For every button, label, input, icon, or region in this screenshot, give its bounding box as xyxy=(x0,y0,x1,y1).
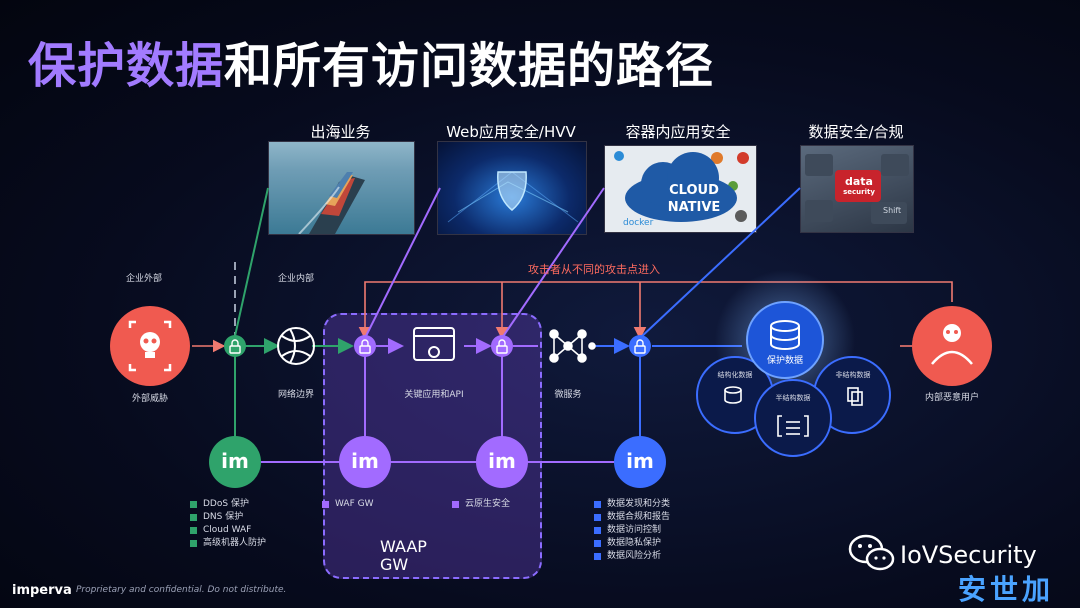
imperva-logo-icon: im xyxy=(221,449,249,473)
line-web-security xyxy=(364,187,441,339)
imperva-logo-icon: im xyxy=(626,449,654,473)
label-outside: 企业外部 xyxy=(126,274,163,284)
shield-icon xyxy=(447,171,579,223)
semi-structured-icon xyxy=(777,415,809,437)
label-protect-data: 保护数据 xyxy=(766,356,803,366)
wechat-icon xyxy=(848,534,895,571)
legend-cloud-item: 云原生安全 xyxy=(465,499,511,509)
label-db-left: 结构化数据 xyxy=(717,371,753,379)
legend-green-item: DNS 保护 xyxy=(203,512,244,522)
imperva-node-green xyxy=(209,436,261,488)
key-data: data xyxy=(845,175,873,188)
imperva-node-waf xyxy=(339,436,391,488)
structured-db-icon xyxy=(724,386,742,404)
line-data-compliance xyxy=(639,187,801,339)
line-overseas xyxy=(234,187,269,337)
cargo-ship-icon xyxy=(298,172,365,234)
documents-icon xyxy=(847,387,863,406)
internal-user-node xyxy=(912,306,992,386)
attack-label: 攻击者从不同的攻击点进入 xyxy=(528,263,660,276)
key-shift: Shift xyxy=(883,206,902,215)
legend-blue-item: 数据合规和报告 xyxy=(607,512,671,522)
database-icon xyxy=(770,320,800,350)
globe-icon xyxy=(277,327,315,365)
label-microservices: 微服务 xyxy=(554,390,582,400)
imperva-node-cloud xyxy=(476,436,528,488)
legend-blue-item: 数据风险分析 xyxy=(607,551,662,561)
line-container xyxy=(501,187,605,339)
waap-line2: GW xyxy=(380,555,409,574)
legend-green-item: Cloud WAF xyxy=(203,525,252,535)
label-internal-user: 内部恶意用户 xyxy=(924,393,979,403)
user-skull-icon xyxy=(931,324,973,365)
docker-label: docker xyxy=(623,218,654,228)
legend-cloud: 云原生安全 xyxy=(452,498,510,511)
label-external-threat: 外部威胁 xyxy=(131,394,168,404)
title-rest: 和所有访问数据的路径 xyxy=(224,38,715,94)
image-data-security: data security Shift xyxy=(800,145,914,233)
caption-overseas: 出海业务 xyxy=(310,123,371,141)
legend-green: DDoS 保护 DNS 保护 Cloud WAF 高级机器人防护 xyxy=(190,498,266,550)
legend-waf: WAF GW xyxy=(322,498,373,511)
page-title: 保护数据和所有访问数据的路径 xyxy=(28,26,714,96)
legend-green-item: 高级机器人防护 xyxy=(203,538,267,548)
imperva-logo-icon: im xyxy=(488,449,516,473)
caption-web-security: Web应用安全/HVV xyxy=(446,123,576,141)
footer-note: Proprietary and confidential. Do not dis… xyxy=(76,585,287,595)
image-web-security xyxy=(437,141,587,235)
label-network-edge: 网络边界 xyxy=(277,390,314,400)
label-key-apps: 关键应用和API xyxy=(404,390,464,400)
image-cargo-ship xyxy=(268,141,415,235)
legend-blue: 数据发现和分类 数据合规和报告 数据访问控制 数据隐私保护 数据风险分析 xyxy=(594,498,670,563)
label-db-bottom: 半结构数据 xyxy=(775,394,811,402)
imperva-brand: imperva xyxy=(12,583,72,598)
microservices-icon xyxy=(549,329,596,363)
caption-container-security: 容器内应用安全 xyxy=(625,123,731,141)
image-cloud-native: CLOUD NATIVE docker xyxy=(604,145,757,233)
caption-data-compliance: 数据安全/合规 xyxy=(808,123,904,141)
cloud-icon xyxy=(614,151,749,222)
legend-blue-item: 数据发现和分类 xyxy=(607,499,671,509)
imperva-node-blue xyxy=(614,436,666,488)
skull-scan-icon xyxy=(128,320,172,372)
keyboard-icon xyxy=(805,154,909,224)
watermark-sub: 安世加 xyxy=(958,573,1055,606)
waap-line1: WAAP xyxy=(380,537,427,556)
lock-icons xyxy=(229,339,646,354)
attack-line-main xyxy=(358,281,953,340)
legend-waf-item: WAF GW xyxy=(335,499,374,509)
label-db-right: 非结构数据 xyxy=(835,371,871,379)
label-inside: 企业内部 xyxy=(278,274,315,284)
imperva-logo-icon: im xyxy=(351,449,379,473)
app-api-icon xyxy=(413,327,455,361)
semi-structured-data-circle xyxy=(754,379,832,457)
legend-blue-item: 数据隐私保护 xyxy=(607,538,662,548)
legend-blue-item: 数据访问控制 xyxy=(607,525,662,535)
waap-label: WAAP GW xyxy=(380,538,427,574)
legend-green-item: DDoS 保护 xyxy=(203,499,249,509)
cloud-line1: CLOUD xyxy=(669,183,719,198)
watermark-text: IoVSecurity xyxy=(900,541,1037,569)
cloud-line2: NATIVE xyxy=(667,200,721,215)
key-security: security xyxy=(843,188,875,196)
title-highlight: 保护数据 xyxy=(28,38,225,94)
